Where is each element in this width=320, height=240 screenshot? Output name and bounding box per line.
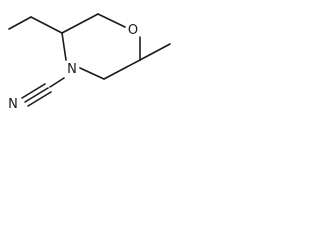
- atom-label-oxygen: O: [128, 23, 138, 38]
- bond-ethyl-ch2-c3: [30, 16, 63, 34]
- bond-c3-c2: [61, 13, 99, 34]
- bond-c6-c5: [103, 59, 141, 80]
- bond-c2-o: [97, 13, 126, 28]
- bond-nitrile-triple-1: [24, 87, 49, 103]
- atom-label-nitrile-nitrogen: N: [8, 97, 18, 112]
- bond-nitrile-triple-3: [27, 91, 52, 107]
- structure-canvas: O N N: [0, 0, 184, 112]
- bond-ethyl-ch3-ch2: [8, 16, 32, 30]
- bond-c6-methyl: [139, 43, 171, 61]
- molecule-diagram: O N N: [8, 13, 171, 112]
- atom-label-ring-nitrogen: N: [67, 62, 77, 77]
- bond-c5-n4: [79, 67, 105, 80]
- bond-n4-c3: [61, 32, 67, 61]
- bond-n4-c-nitrile: [49, 77, 65, 88]
- bond-nitrile-triple-2: [21, 83, 46, 99]
